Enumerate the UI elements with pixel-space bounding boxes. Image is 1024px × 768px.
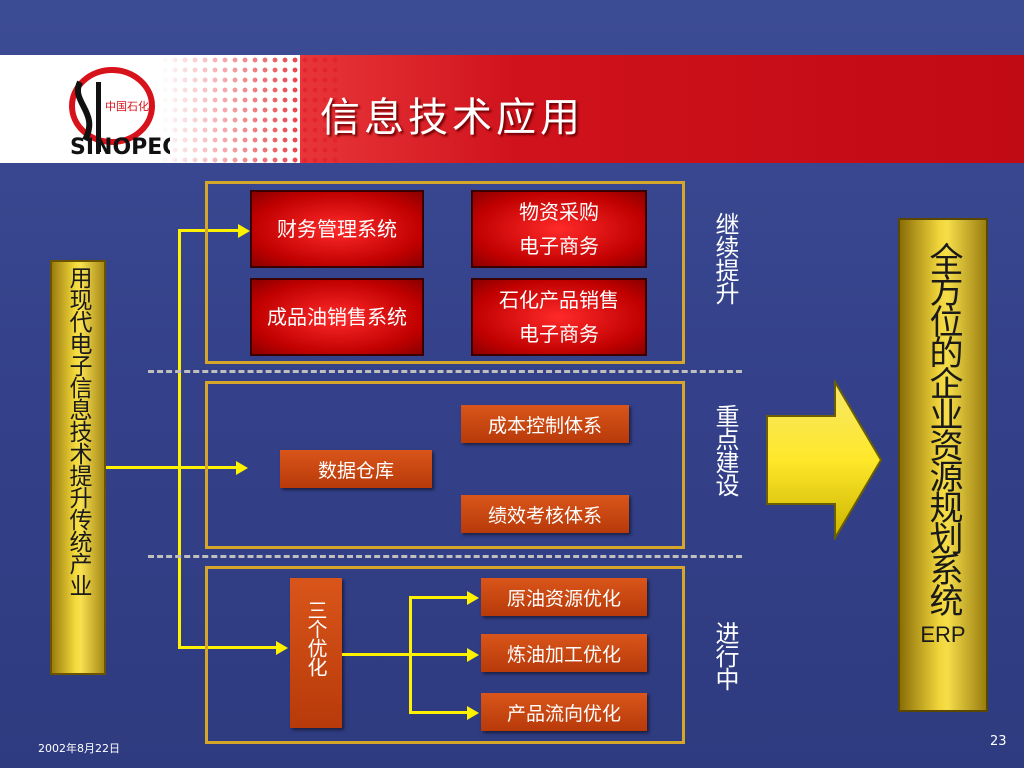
box-performance-eval: 绩效考核体系 — [461, 495, 629, 533]
arrow-to-section1-icon — [238, 224, 250, 238]
box-material-procurement: 物资采购 电子商务 — [471, 190, 647, 268]
arrow-opt-1-icon — [467, 591, 479, 605]
page-number: 23 — [990, 734, 1007, 749]
box-three-optimizations-text: 三个优化 — [304, 600, 328, 676]
header-dot-pattern — [160, 55, 340, 163]
box-three-optimizations: 三个优化 — [290, 578, 342, 728]
section2-frame — [205, 381, 685, 549]
sinopec-logo: 中国石化 SINOPEC — [60, 62, 178, 160]
erp-box-abbr: ERP — [920, 622, 966, 647]
erp-box: 全方位的企业资源规划系统 ERP — [898, 218, 988, 712]
connector-to-section1 — [178, 229, 238, 232]
label-in-progress: 进行中 — [711, 621, 739, 690]
box-petrochem-sales: 石化产品销售 电子商务 — [471, 278, 647, 356]
page-title: 信息技术应用 — [320, 95, 584, 141]
box-crude-optimization: 原油资源优化 — [481, 578, 647, 616]
connector-to-section3 — [178, 646, 276, 649]
box-finance-system: 财务管理系统 — [250, 190, 424, 268]
box-petrochem-sales-text: 石化产品销售 电子商务 — [499, 288, 619, 346]
connector-left-stem — [106, 466, 178, 469]
box-refining-optimization: 炼油加工优化 — [481, 634, 647, 672]
box-data-warehouse: 数据仓库 — [280, 450, 432, 488]
arrow-to-section3-icon — [276, 641, 288, 655]
left-label-text: 用现代电子信息技术提升传统产业 — [65, 266, 91, 596]
connector-opt-2 — [409, 653, 467, 656]
logo-name: SINOPEC — [70, 135, 170, 158]
arrow-opt-2-icon — [467, 648, 479, 662]
section3-frame — [205, 566, 685, 744]
box-product-flow-optimization: 产品流向优化 — [481, 693, 647, 731]
footer-date: 2002年8月22日 — [38, 742, 120, 755]
section1-frame — [205, 181, 685, 364]
connector-opt-h — [342, 653, 412, 656]
connector-trunk — [178, 229, 181, 649]
box-cost-control: 成本控制体系 — [461, 405, 629, 443]
connector-opt-3 — [409, 711, 467, 714]
erp-box-title: 全方位的企业资源规划系统 — [923, 242, 963, 614]
label-continue-improve: 继续提升 — [711, 212, 739, 304]
arrow-to-section2-icon — [236, 461, 248, 475]
header-red-band — [300, 55, 1024, 163]
left-label-box: 用现代电子信息技术提升传统产业 — [50, 260, 106, 675]
big-arrow-icon — [765, 378, 885, 544]
logo-chinese: 中国石化 — [105, 99, 149, 113]
divider-1 — [148, 370, 742, 373]
label-key-construction: 重点建设 — [711, 404, 739, 496]
box-product-oil-sales: 成品油销售系统 — [250, 278, 424, 356]
arrow-opt-3-icon — [467, 706, 479, 720]
box-material-procurement-text: 物资采购 电子商务 — [519, 200, 599, 258]
connector-opt-1 — [409, 596, 467, 599]
divider-2 — [148, 555, 742, 558]
